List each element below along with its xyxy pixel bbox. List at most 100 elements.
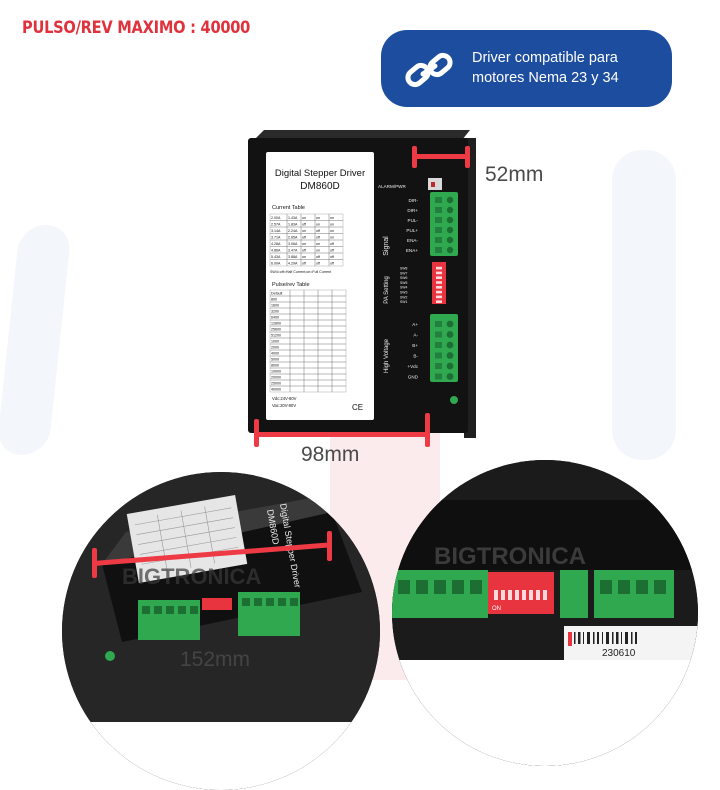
current-table-cell: off bbox=[302, 235, 306, 239]
current-table-cell: 2.57A bbox=[271, 222, 281, 226]
depth-marker-line bbox=[412, 154, 470, 159]
current-table-cell: off bbox=[316, 235, 320, 239]
signal-pin-label: ENA+ bbox=[406, 248, 418, 253]
power-pin-label: B- bbox=[413, 354, 418, 359]
badge-line-1: Driver compatible para bbox=[472, 50, 618, 66]
pulse-table-cell: 1000 bbox=[271, 340, 279, 344]
current-table-cell: 3.71A bbox=[271, 235, 281, 239]
current-table-cell: on bbox=[330, 216, 334, 220]
watermark-text-left: BIGTRONICA bbox=[122, 564, 261, 589]
pulse-table-cell: 2000 bbox=[271, 346, 279, 350]
current-table-cell: 4.28A bbox=[271, 242, 281, 246]
width-marker-line bbox=[257, 432, 429, 437]
compatibility-badge: Driver compatible para motores Nema 23 y… bbox=[381, 30, 672, 107]
current-table-title: Current Table bbox=[272, 205, 305, 211]
power-pin-label: B+ bbox=[412, 343, 418, 348]
current-table-cell: 2.24A bbox=[288, 229, 298, 233]
signal-terminal-block bbox=[430, 192, 458, 256]
pulse-table-title: Pulse/rev Table bbox=[272, 282, 310, 288]
power-pin-label: A- bbox=[413, 333, 418, 338]
depth-dimension: 52mm bbox=[485, 163, 544, 186]
high-voltage-label: High Voltage bbox=[384, 338, 390, 373]
ce-mark: CE bbox=[352, 403, 363, 412]
current-table-cell: on bbox=[330, 222, 334, 226]
closeup-right: BIGTRONICA ON 230610 bbox=[392, 460, 698, 766]
pulse-table-cell: 25000 bbox=[271, 382, 281, 386]
current-table-cell: on bbox=[316, 248, 320, 252]
current-table-cell: off bbox=[316, 261, 320, 265]
signal-pin-label: DIR- bbox=[409, 198, 419, 203]
current-table-cell: 4.86A bbox=[271, 248, 281, 252]
dip-switch-label: SW8 bbox=[400, 267, 407, 271]
current-table-cell: off bbox=[302, 248, 306, 252]
current-table-cell: 2.00A bbox=[271, 216, 281, 220]
watermark-shape-right bbox=[612, 150, 676, 460]
pulse-table-cell: 25600 bbox=[271, 328, 281, 332]
current-table-cell: on bbox=[316, 222, 320, 226]
pulse-table-cell: 800 bbox=[271, 298, 277, 302]
current-table-cell: on bbox=[330, 235, 334, 239]
current-table-cell: 3.47A bbox=[288, 248, 298, 252]
dip-switch-label: SW5 bbox=[400, 281, 407, 285]
pulse-table-cell: 51200 bbox=[271, 334, 281, 338]
current-table-cell: 4.29A bbox=[288, 261, 298, 265]
pulse-table-cell: 6400 bbox=[271, 316, 279, 320]
terminal-header: ALARM/PWR bbox=[378, 184, 407, 189]
power-pin-label: A+ bbox=[412, 322, 418, 327]
chain-link-icon bbox=[405, 52, 453, 88]
current-table: 2.00A 1.43A on on on 2.57A 1.83A off on on 3.14A 2.… bbox=[269, 213, 344, 267]
current-table-cell: off bbox=[330, 261, 334, 265]
current-table-cell: off bbox=[302, 222, 306, 226]
power-pin-label: GND bbox=[408, 375, 419, 380]
current-table-cell: 5.43A bbox=[271, 255, 281, 259]
signal-pin-label: PUL- bbox=[408, 218, 419, 223]
signal-pin-labels: DIR- DIR+ PUL- PUL+ ENA- ENA+ bbox=[406, 198, 419, 253]
pulse-table-cell: 40000 bbox=[271, 388, 281, 392]
dip-switch-label: SW1 bbox=[400, 300, 407, 304]
closeup-left: Digital Stepper Driver DM860D BIGTRONICA bbox=[62, 472, 380, 790]
pulse-table-cell: 10000 bbox=[271, 370, 281, 374]
current-table-cell: on bbox=[302, 216, 306, 220]
dip-switch-label: SW4 bbox=[400, 286, 407, 290]
sw4-note: SW4=off=Half Current;on=Full Current bbox=[270, 270, 331, 274]
dip-switch-label: SW3 bbox=[400, 291, 407, 295]
current-table-cell: 2.65A bbox=[288, 235, 298, 239]
stepper-driver-image: Digital Stepper Driver DM860D Current Ta… bbox=[248, 130, 476, 438]
pulse-table-cell: 12800 bbox=[271, 322, 281, 326]
pulse-table-cell: Default bbox=[271, 292, 282, 296]
current-table-cell: 3.14A bbox=[271, 229, 281, 233]
current-table-cell: 6.00A bbox=[271, 261, 281, 265]
pulse-table: Default 800 1600 3200 6400 12800 25600 51200 100… bbox=[269, 289, 347, 393]
length-dimension: 152mm bbox=[180, 648, 251, 671]
current-table-cell: off bbox=[316, 229, 320, 233]
current-table-cell: off bbox=[330, 248, 334, 252]
page-title: PULSO/REV MAXIMO : 40000 bbox=[22, 18, 251, 38]
dip-on-label: ON bbox=[492, 606, 501, 612]
dip-switch-label: SW7 bbox=[400, 271, 407, 275]
serial-number: 230610 bbox=[602, 648, 636, 659]
current-table-cell: 1.43A bbox=[288, 216, 298, 220]
signal-label: Signal bbox=[383, 236, 390, 256]
power-note-1: Vdc:24V-80V bbox=[272, 396, 297, 401]
watermark-shape-left bbox=[0, 225, 73, 455]
current-table-cell: on bbox=[302, 242, 306, 246]
watermark-text-right: BIGTRONICA bbox=[434, 543, 586, 570]
device-model: DM860D bbox=[300, 181, 339, 192]
pulse-table-cell: 5000 bbox=[271, 358, 279, 362]
dip-switch-label: SW6 bbox=[400, 276, 407, 280]
signal-pin-label: PUL+ bbox=[406, 228, 418, 233]
signal-pin-label: DIR+ bbox=[407, 208, 418, 213]
pulse-table-cell: 3200 bbox=[271, 310, 279, 314]
current-table-cell: on bbox=[316, 242, 320, 246]
power-note-2: Vac:20V-80V bbox=[272, 403, 296, 408]
badge-line-2: motores Nema 23 y 34 bbox=[472, 70, 619, 86]
pulse-table-cell: 4000 bbox=[271, 352, 279, 356]
power-terminal-block bbox=[430, 314, 458, 382]
pulse-table-cell: 1600 bbox=[271, 304, 279, 308]
current-table-cell: off bbox=[316, 255, 320, 259]
current-table-cell: on bbox=[302, 255, 306, 259]
device-title: Digital Stepper Driver bbox=[275, 168, 365, 179]
current-table-cell: 1.83A bbox=[288, 222, 298, 226]
signal-pin-label: ENA- bbox=[407, 238, 418, 243]
